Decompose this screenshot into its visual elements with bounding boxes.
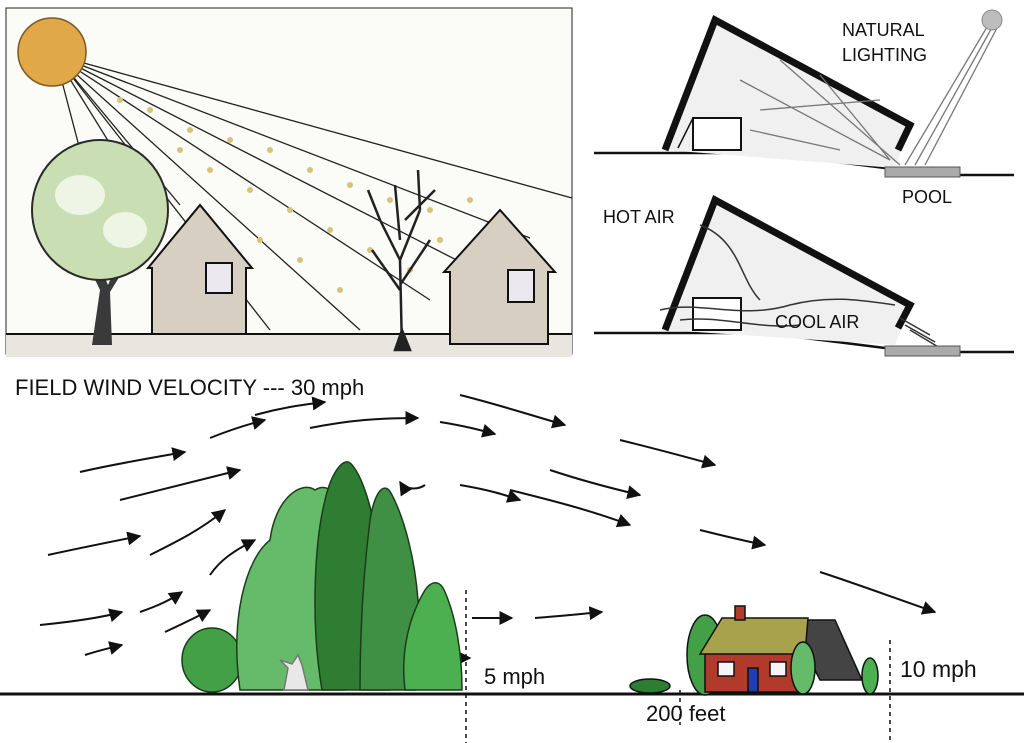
pool-top — [884, 166, 961, 178]
air-flow-section — [594, 195, 1014, 357]
pool-bottom — [884, 345, 961, 357]
label-cool-air: COOL AIR — [775, 312, 860, 332]
house-right-icon — [441, 208, 558, 345]
label-natural-lighting-line2: LIGHTING — [842, 45, 928, 65]
farm-house-icon — [629, 605, 879, 696]
label-speed-near-house: 10 mph — [900, 656, 977, 682]
natural-lighting-section — [594, 9, 1014, 178]
label-pool: POOL — [902, 187, 953, 207]
windbreak-section — [0, 394, 1024, 743]
sun-icon — [17, 17, 87, 87]
label-hot-air: HOT AIR — [603, 207, 675, 227]
label-field-wind-velocity: FIELD WIND VELOCITY --- 30 mph — [15, 375, 365, 400]
leafy-tree-icon — [31, 139, 169, 345]
windbreak-trees-icon — [181, 461, 463, 693]
sunlight-speckles — [117, 97, 503, 293]
label-speed-near-trees: 5 mph — [484, 664, 546, 689]
light-source-icon — [981, 9, 1003, 31]
house-left-icon — [145, 203, 255, 335]
sun-shade-panel — [5, 7, 573, 357]
label-distance: 200 feet — [646, 701, 726, 726]
label-natural-lighting-line1: NATURAL — [842, 20, 925, 40]
wind-arrows — [39, 394, 937, 665]
bare-tree-icon — [366, 169, 436, 352]
